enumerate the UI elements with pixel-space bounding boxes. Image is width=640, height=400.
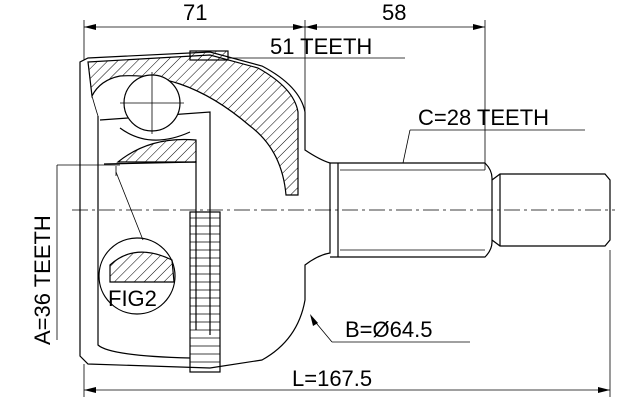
fig2-detail <box>98 166 176 315</box>
inner-teeth-leader <box>56 164 120 340</box>
overall-length-label: L=167.5 <box>292 366 372 391</box>
abs-ring <box>189 211 221 373</box>
dimension-58-label: 58 <box>382 0 406 25</box>
shaft-teeth-leader <box>402 129 585 164</box>
outer-teeth-label: 51 TEETH <box>270 34 372 59</box>
diameter-label: B=Ø64.5 <box>345 317 432 342</box>
overall-length-dimension <box>83 250 611 397</box>
diameter-leader <box>310 314 470 343</box>
outer-housing <box>79 50 331 369</box>
fig2-label: FIG2 <box>108 286 157 311</box>
shaft-teeth-label: C=28 TEETH <box>418 105 549 130</box>
inner-race <box>99 72 211 335</box>
dimension-71-label: 71 <box>183 0 207 25</box>
top-dimensions <box>83 20 486 170</box>
inner-teeth-label: A=36 TEETH <box>30 215 55 345</box>
